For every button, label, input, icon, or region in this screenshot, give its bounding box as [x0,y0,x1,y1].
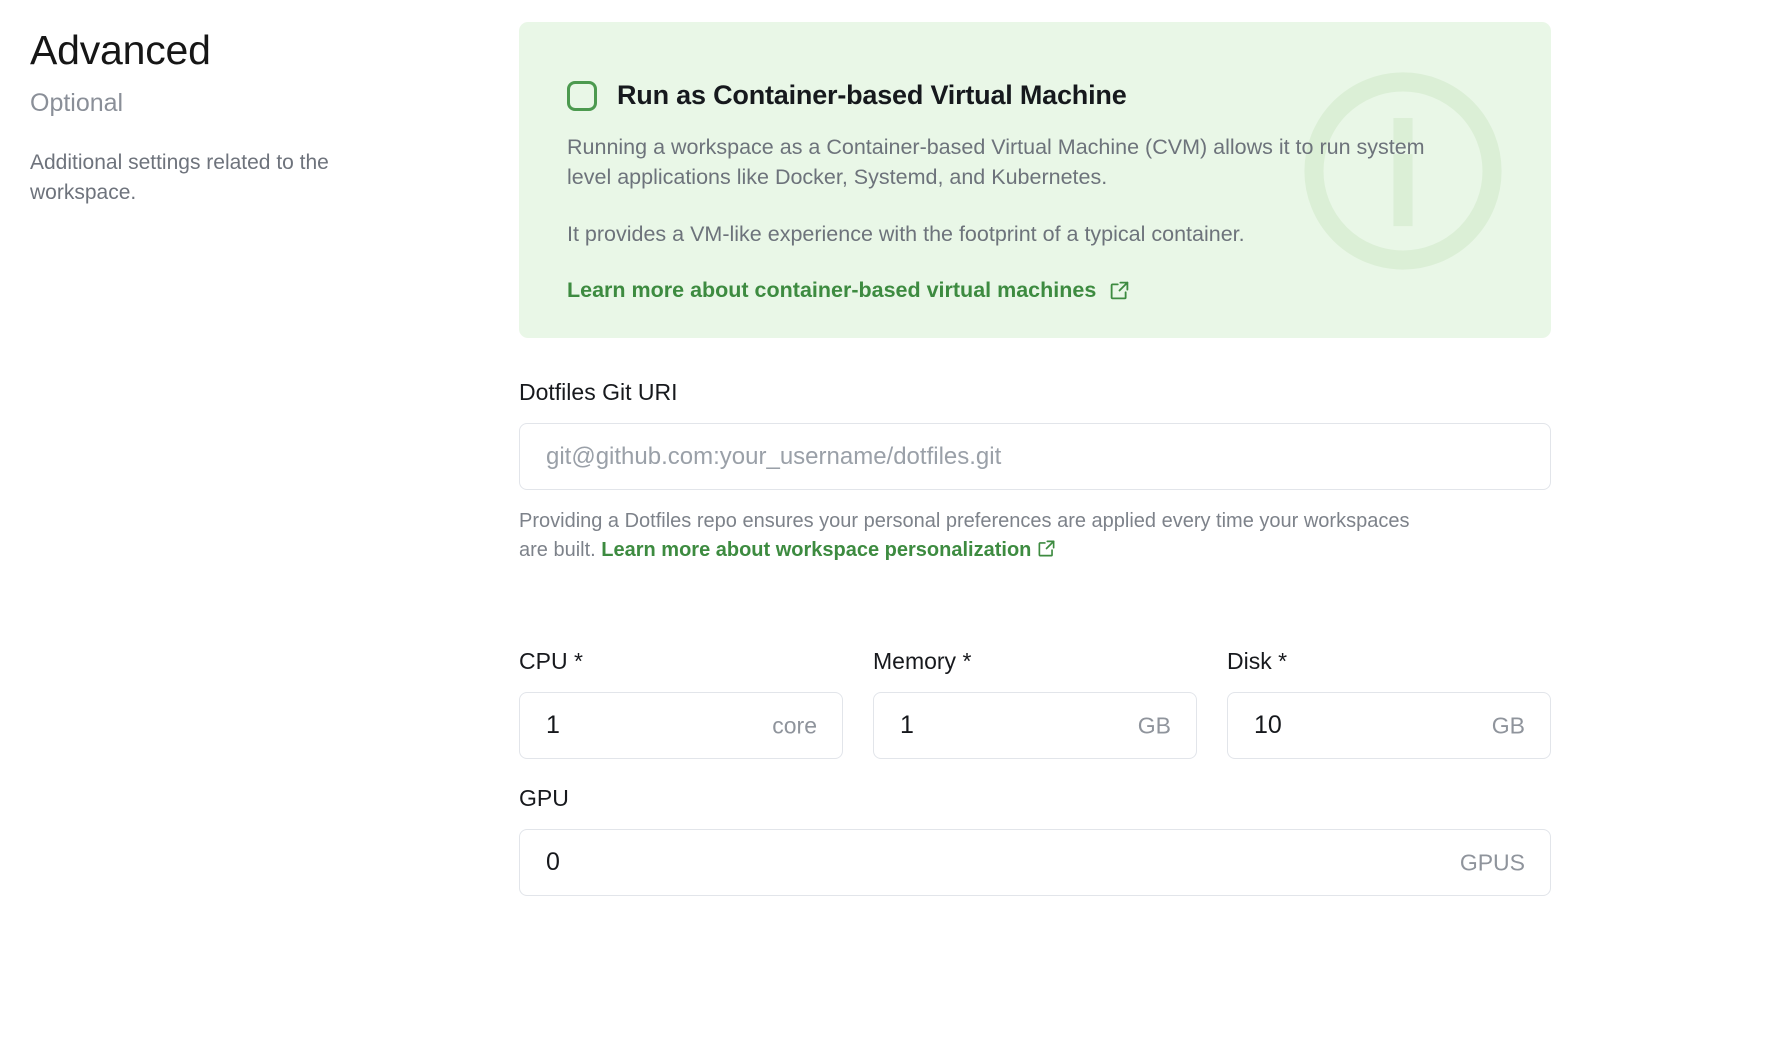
disk-label: Disk * [1227,648,1288,674]
settings-form-column: Run as Container-based Virtual Machine R… [519,22,1551,896]
cvm-learn-more-label: Learn more about container-based virtual… [567,277,1097,302]
cpu-label: CPU * [519,648,583,674]
page-subtitle: Optional [30,88,124,117]
dotfiles-learn-more-link[interactable]: Learn more about workspace personalizati… [601,539,1031,561]
external-link-icon [1110,281,1129,299]
dotfiles-helper-text: Providing a Dotfiles repo ensures your p… [519,507,1419,565]
memory-field-block: Memory * GB [873,648,1197,759]
cvm-description-paragraph-1: Running a workspace as a Container-based… [567,135,1425,189]
cvm-checkbox-row[interactable]: Run as Container-based Virtual Machine [567,80,1503,111]
dotfiles-input[interactable] [519,423,1551,490]
page-description: Additional settings related to the works… [30,150,329,204]
cvm-description-paragraph-2: It provides a VM-like experience with th… [567,221,1245,246]
cvm-callout: Run as Container-based Virtual Machine R… [519,22,1551,338]
dotfiles-helper-prefix: Providing a Dotfiles repo ensures your p… [519,510,1410,561]
gpu-label: GPU [519,785,569,811]
gpu-input[interactable] [519,829,1551,896]
cvm-checkbox-label: Run as Container-based Virtual Machine [617,80,1127,110]
dotfiles-label: Dotfiles Git URI [519,379,678,405]
external-link-icon [1038,540,1055,557]
gpu-field-block: GPU GPUS [519,785,1551,896]
section-description-column: Advanced Optional Additional settings re… [30,27,460,208]
disk-input[interactable] [1227,692,1551,759]
dotfiles-field-block: Dotfiles Git URI Providing a Dotfiles re… [519,379,1551,565]
memory-input[interactable] [873,692,1197,759]
cvm-learn-more-link[interactable]: Learn more about container-based virtual… [567,278,1130,303]
page-title: Advanced [30,27,211,73]
disk-field-block: Disk * GB [1227,648,1551,759]
cpu-field-block: CPU * core [519,648,843,759]
cvm-checkbox[interactable] [567,80,597,111]
dotfiles-learn-more-label: Learn more about workspace personalizati… [601,539,1032,561]
resource-fields-row: CPU * core Memory * GB Disk * GB [519,648,1551,759]
memory-label: Memory * [873,648,972,674]
cpu-input[interactable] [519,692,843,759]
